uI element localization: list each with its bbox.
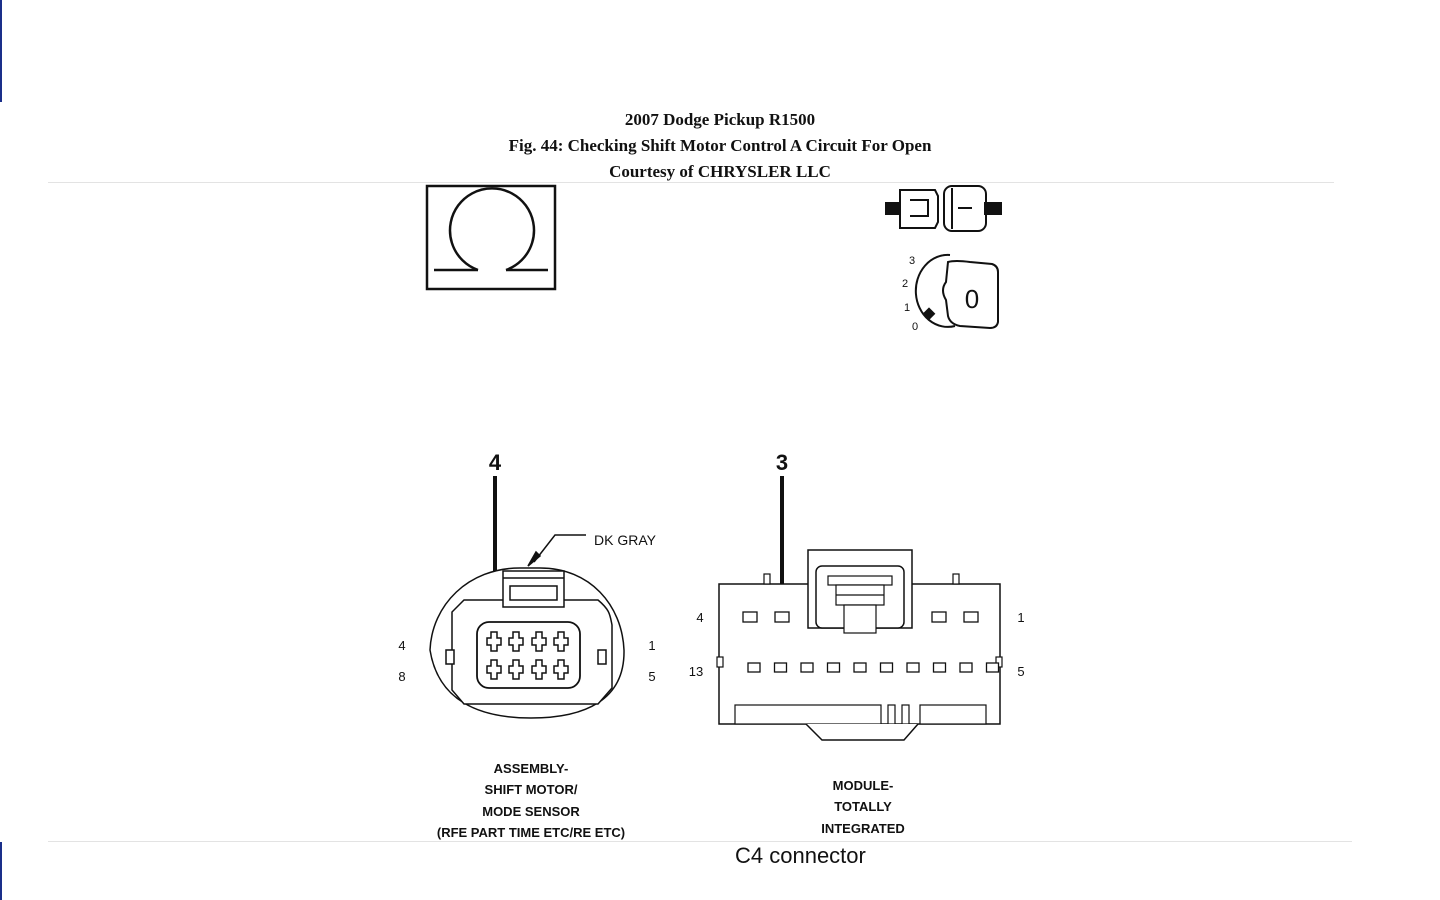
pin-cavity [959,662,973,673]
svg-text:4: 4 [398,638,405,653]
wire-color-label: DK GRAY [594,532,657,548]
courtesy-line: Courtesy of CHRYSLER LLC [609,162,831,181]
right-pin-grid [742,611,1000,673]
divider-bottom [48,841,1352,842]
tipm-connector: 3 4 1 13 5 MODULE- TOTALLY INTEGRATED [689,450,1025,836]
ohm-symbol-icon [425,184,557,291]
ignition-key-icon: 3 2 1 0 0 [902,253,999,333]
svg-text:MODE SENSOR: MODE SENSOR [482,804,580,819]
svg-text:TOTALLY: TOTALLY [834,799,892,814]
pin-cavity [486,631,502,652]
pin-cavity [963,611,979,623]
svg-text:3: 3 [909,255,915,267]
pin-cavity [906,662,920,673]
svg-text:5: 5 [648,669,655,684]
pin-cavity [932,662,947,673]
pin-cavity [531,659,547,680]
figure-title: Fig. 44: Checking Shift Motor Control A … [508,136,932,155]
pin-callout-right: 3 [776,450,788,475]
divider-top [48,182,1334,183]
svg-text:1: 1 [1017,610,1024,625]
shift-motor-connector: 4 DK GRAY 4 1 8 5 ASSEMBLY- SHIFT MOTOR/… [398,450,656,840]
pin-cavity [486,659,502,680]
svg-text:0: 0 [965,284,979,314]
pin-cavity [800,662,814,673]
pin-cavity [774,611,790,623]
connector-disconnected-icon [885,185,1002,232]
svg-text:0: 0 [912,321,918,333]
left-edge-accent-bottom [0,842,2,900]
pin-cavity [985,662,1000,673]
pin-cavity [826,662,841,673]
svg-text:(RFE PART TIME ETC/RE ETC): (RFE PART TIME ETC/RE ETC) [437,825,625,840]
connector-caption: C4 connector [735,843,866,868]
vehicle-title: 2007 Dodge Pickup R1500 [624,110,816,129]
svg-text:ASSEMBLY-: ASSEMBLY- [494,761,569,776]
svg-text:2: 2 [902,278,908,290]
svg-text:5: 5 [1017,664,1024,679]
left-pin-grid [486,631,569,680]
pin-cavity [931,611,947,623]
svg-text:MODULE-: MODULE- [833,778,894,793]
svg-text:4: 4 [696,610,703,625]
pin-cavity [553,659,569,680]
pin-cavity [508,659,524,680]
svg-text:SHIFT MOTOR/: SHIFT MOTOR/ [485,782,578,797]
pin-cavity [531,631,547,652]
svg-text:1: 1 [648,638,655,653]
svg-text:1: 1 [904,302,910,314]
pin-cavity [747,662,761,673]
pin-callout-left: 4 [489,450,502,475]
svg-text:8: 8 [398,669,405,684]
left-edge-accent-top [0,0,2,102]
svg-text:13: 13 [689,664,703,679]
pin-cavity [508,631,524,652]
pin-cavity [773,662,788,673]
pin-cavity [853,662,867,673]
pin-cavity [879,662,894,673]
pin-cavity [742,611,758,623]
svg-text:INTEGRATED: INTEGRATED [821,821,905,836]
pin-cavity [553,631,569,652]
